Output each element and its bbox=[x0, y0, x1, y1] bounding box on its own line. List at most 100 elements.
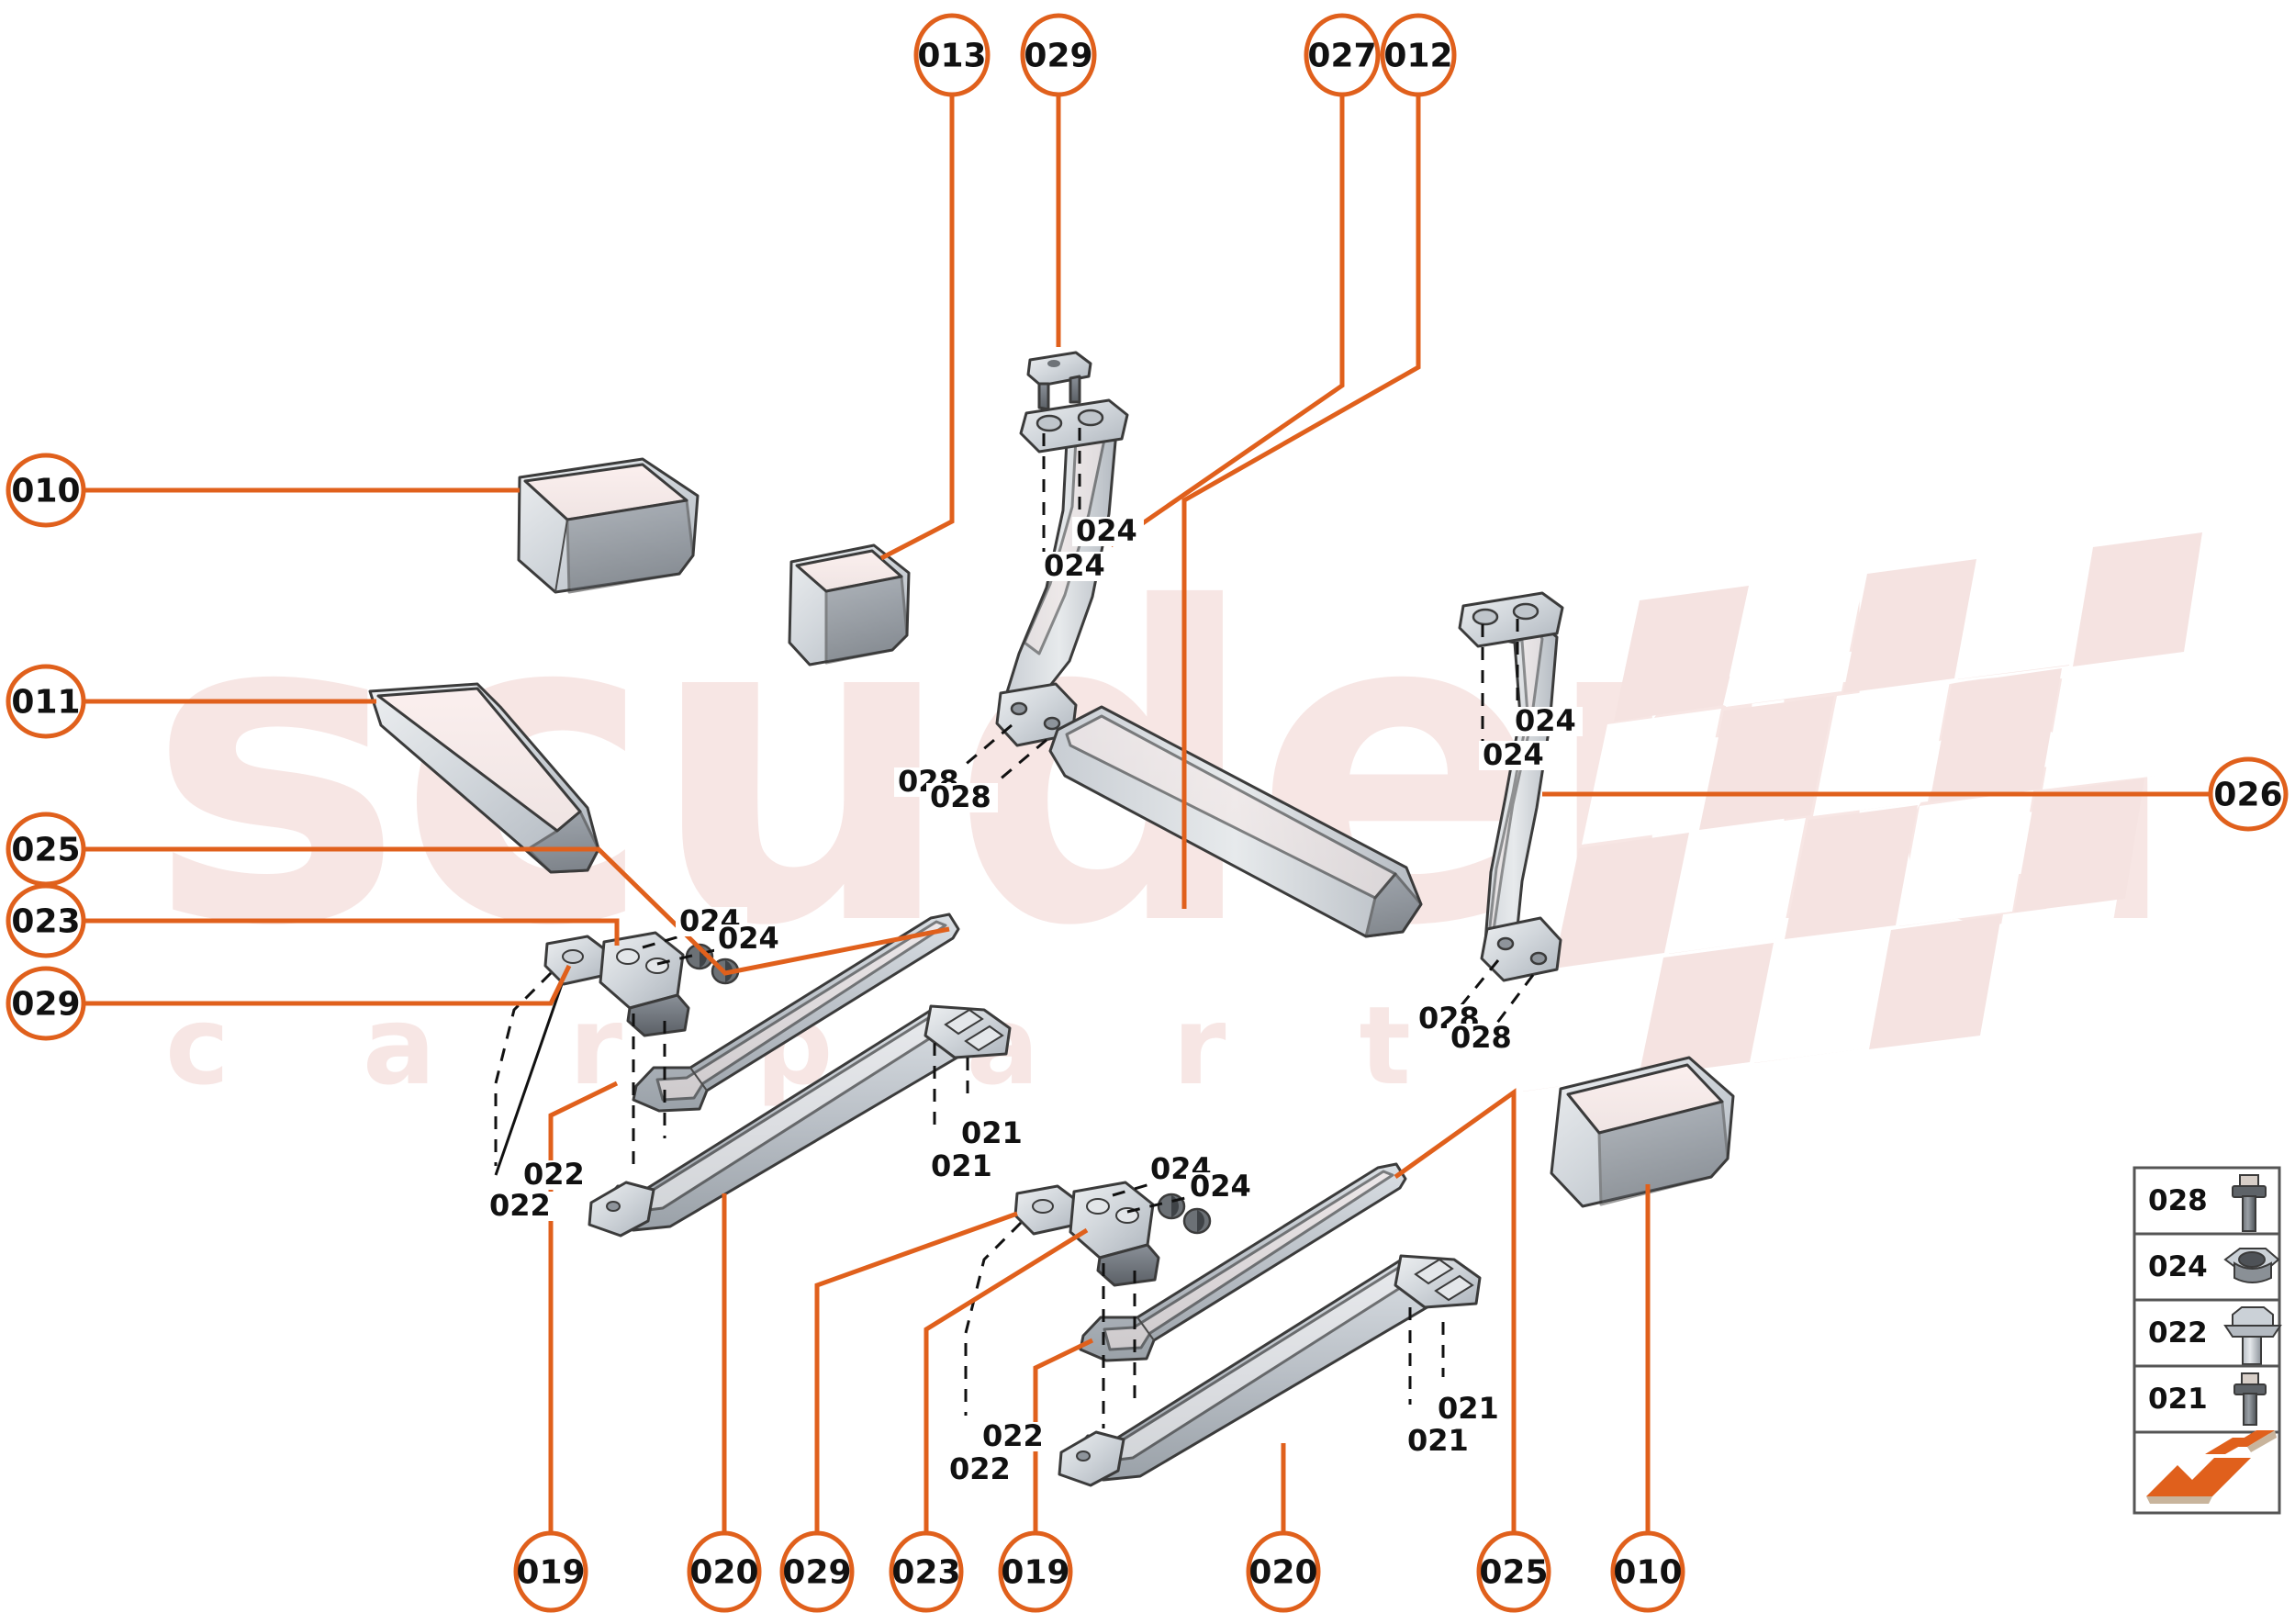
callout-013-top[interactable]: 013 bbox=[913, 13, 991, 97]
callout-label: 013 bbox=[917, 38, 986, 75]
callout-label: 011 bbox=[11, 684, 80, 722]
callout-010-bottom[interactable]: 010 bbox=[1610, 1530, 1685, 1613]
callout-029-bottom[interactable]: 029 bbox=[779, 1530, 855, 1613]
inline-label: 024 bbox=[1190, 1169, 1251, 1204]
inline-label: 021 bbox=[931, 1148, 992, 1183]
flange-nut-icon bbox=[2223, 1248, 2280, 1283]
callout-label: 027 bbox=[1307, 38, 1376, 75]
legend-label: 021 bbox=[2148, 1383, 2208, 1416]
legend-row-022[interactable]: 022 bbox=[2133, 1298, 2282, 1368]
legend-row-024[interactable]: 024 bbox=[2133, 1232, 2281, 1302]
leader-013 bbox=[879, 90, 955, 561]
callout-label: 010 bbox=[1613, 1554, 1682, 1592]
dash-029-left bbox=[494, 983, 564, 1176]
part-010-pad-lower-right bbox=[1550, 1056, 1735, 1208]
callout-020-bottom-left[interactable]: 020 bbox=[687, 1530, 762, 1613]
leader-025-right-bottom bbox=[1394, 1088, 1517, 1537]
inline-label: 022 bbox=[949, 1451, 1011, 1486]
callout-023-left[interactable]: 023 bbox=[6, 883, 86, 958]
callout-029-left[interactable]: 029 bbox=[6, 966, 86, 1041]
legend-row-logo[interactable] bbox=[2133, 1430, 2281, 1515]
callout-label: 025 bbox=[1479, 1554, 1548, 1592]
part-010-pad-upper-left bbox=[517, 457, 700, 594]
hex-flange-bolt-dark-icon bbox=[2232, 1174, 2267, 1232]
callout-011-left[interactable]: 011 bbox=[6, 664, 86, 739]
callout-label: 029 bbox=[782, 1554, 851, 1592]
callout-019-bottom-left[interactable]: 019 bbox=[513, 1530, 588, 1613]
callout-label: 029 bbox=[1024, 38, 1092, 75]
hex-flange-bolt-light-icon bbox=[2223, 1306, 2282, 1365]
callout-label: 012 bbox=[1383, 38, 1452, 75]
leader-019-left-bottom bbox=[548, 1081, 619, 1537]
callout-label: 023 bbox=[891, 1554, 960, 1592]
part-013-block bbox=[788, 543, 911, 666]
dash-012-028-b bbox=[963, 738, 1047, 812]
part-011-wedge-upper-left bbox=[368, 682, 600, 874]
leader-025-left bbox=[84, 846, 950, 976]
legend-label: 022 bbox=[2148, 1316, 2208, 1350]
callout-label: 029 bbox=[11, 986, 80, 1024]
inline-label: 024 bbox=[1483, 737, 1544, 772]
inline-label: 021 bbox=[961, 1115, 1023, 1150]
callout-010-left[interactable]: 010 bbox=[6, 453, 86, 528]
inline-label: 021 bbox=[1407, 1423, 1469, 1458]
callout-020-bottom-right[interactable]: 020 bbox=[1246, 1530, 1321, 1613]
callout-label: 019 bbox=[516, 1554, 585, 1592]
part-024-nuts-left bbox=[685, 943, 740, 985]
inline-label: 021 bbox=[1438, 1391, 1499, 1426]
inline-label: 024 bbox=[1076, 513, 1137, 548]
dash-029-clip-left bbox=[494, 971, 553, 1166]
inline-label: 028 bbox=[1450, 1020, 1512, 1055]
legend-row-028[interactable]: 028 bbox=[2133, 1166, 2281, 1236]
legend-label: 024 bbox=[2148, 1250, 2208, 1283]
part-025-channel-left bbox=[632, 913, 960, 1113]
inline-label-group: 024 024 028 028 024 024 024 024 022 022 … bbox=[486, 513, 1583, 1486]
callout-023-bottom[interactable]: 023 bbox=[889, 1530, 964, 1613]
callout-029-top[interactable]: 029 bbox=[1020, 13, 1097, 97]
callout-label: 023 bbox=[11, 903, 80, 941]
part-019-strap-right bbox=[1058, 1254, 1482, 1487]
scuderia-arrow-logo-icon bbox=[2146, 1430, 2277, 1504]
callout-027-top[interactable]: 027 bbox=[1304, 13, 1381, 97]
inline-label: 028 bbox=[930, 779, 991, 814]
legend-label: 028 bbox=[2148, 1184, 2208, 1217]
legend-row-021[interactable]: 021 bbox=[2133, 1364, 2281, 1434]
callout-026-right[interactable]: 026 bbox=[2208, 756, 2289, 832]
leader-029-left bbox=[84, 964, 572, 1006]
inline-label: 022 bbox=[982, 1418, 1044, 1453]
callout-019-bottom-right[interactable]: 019 bbox=[998, 1530, 1073, 1613]
part-023-bracket-left bbox=[599, 931, 690, 1037]
callout-label: 026 bbox=[2213, 777, 2282, 814]
inline-label: 022 bbox=[523, 1157, 585, 1192]
leader-012 bbox=[1181, 90, 1421, 909]
callout-label: 020 bbox=[689, 1554, 758, 1592]
leader-027 bbox=[1109, 90, 1345, 548]
part-025-channel-right bbox=[1079, 1162, 1407, 1362]
callout-012-top[interactable]: 012 bbox=[1380, 13, 1457, 97]
callout-label: 025 bbox=[11, 832, 80, 869]
leader-023-bottom bbox=[924, 1227, 1089, 1537]
callout-025-bottom[interactable]: 025 bbox=[1476, 1530, 1551, 1613]
part-019-strap-left bbox=[588, 1004, 1012, 1238]
inline-label: 022 bbox=[489, 1188, 551, 1223]
leader-029-bottom bbox=[814, 1211, 1018, 1537]
callout-label: 010 bbox=[11, 473, 80, 510]
callout-label: 019 bbox=[1001, 1554, 1069, 1592]
dash-029-clip-right bbox=[964, 1221, 1023, 1416]
callout-label: 020 bbox=[1248, 1554, 1317, 1592]
inline-label: 024 bbox=[718, 921, 779, 956]
leader-023-left bbox=[84, 918, 620, 946]
part-026-bracket-right bbox=[1458, 591, 1564, 982]
leader-019-right-bottom bbox=[1033, 1338, 1094, 1537]
part-023-bracket-right bbox=[1069, 1181, 1160, 1287]
inline-label: 024 bbox=[1515, 703, 1576, 738]
part-027-center-beam bbox=[1048, 705, 1423, 938]
inline-label: 024 bbox=[1044, 548, 1105, 583]
hex-flange-bolt-dark-short-icon bbox=[2233, 1372, 2267, 1426]
